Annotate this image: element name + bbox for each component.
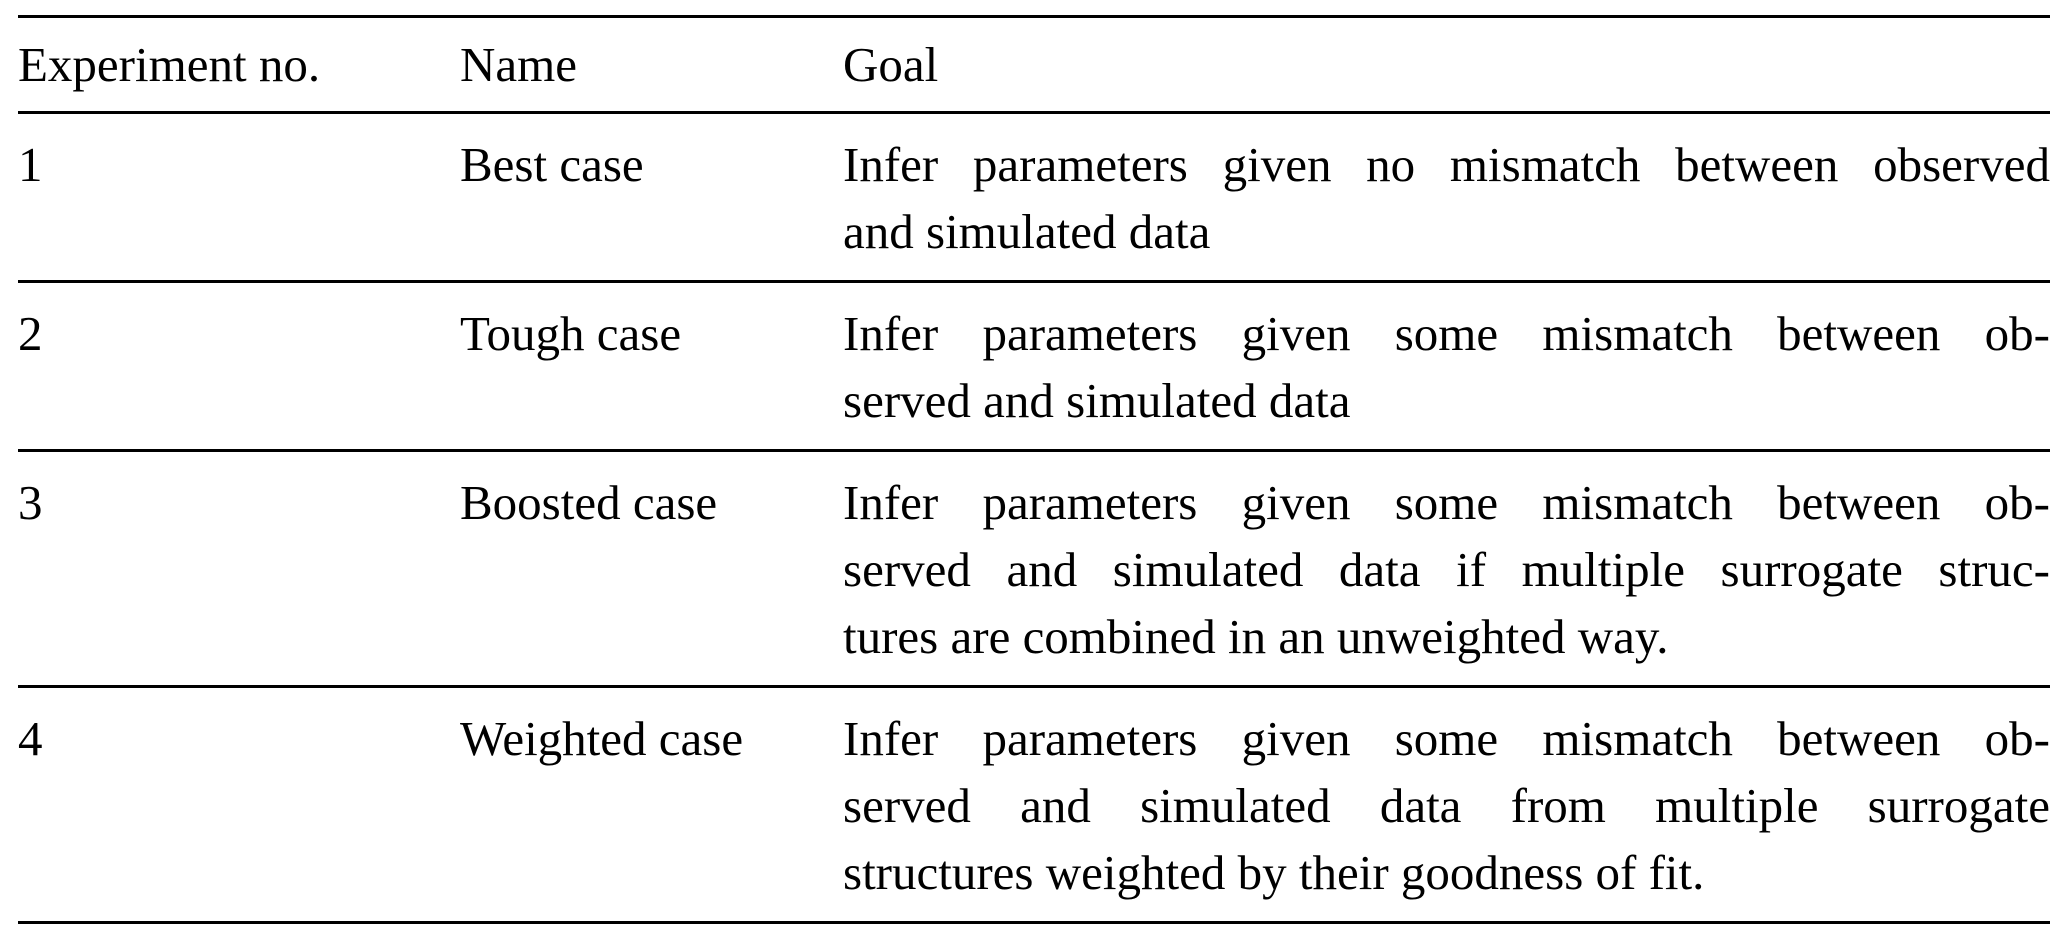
table-header: Experiment no. Name Goal — [18, 16, 2050, 114]
table-row: 4 Weighted case Infer parameters given som… — [18, 687, 2050, 923]
column-header-goal: Goal — [843, 16, 2050, 114]
cell-goal: Infer parameters given no mismatch betwe… — [843, 112, 2050, 283]
cell-experiment-no: 3 — [18, 450, 460, 688]
cell-goal: Infer parameters given some mismatch bet… — [843, 450, 2050, 688]
goal-text-line: served and simulated data from multiple … — [843, 778, 2050, 833]
cell-goal: Infer parameters given some mismatch bet… — [843, 687, 2050, 923]
goal-text-line: Infer parameters given some mismatch bet… — [843, 711, 2050, 766]
cell-experiment-no: 2 — [18, 281, 460, 452]
column-header-experiment-no: Experiment no. — [18, 16, 460, 114]
goal-text-line: served and simulated data if multiple su… — [843, 542, 2050, 597]
goal-text-line: Infer parameters given some mismatch bet… — [843, 475, 2050, 530]
cell-experiment-no: 4 — [18, 711, 43, 766]
goal-text-line: and simulated data — [843, 204, 1211, 259]
cell-name: Boosted case — [460, 450, 843, 688]
cell-name: Best case — [460, 112, 843, 283]
goal-text-line: Infer parameters given some mismatch bet… — [843, 306, 2050, 361]
cell-experiment-no: 1 — [18, 112, 460, 283]
header-row: Experiment no. Name Goal — [18, 16, 2050, 114]
goal-text-line: tures are combined in an unweighted way. — [843, 609, 1669, 664]
goal-text-line: Infer parameters given no mismatch betwe… — [843, 137, 2050, 192]
column-header-name: Name — [460, 16, 843, 114]
cell-goal: Infer parameters given some mismatch bet… — [843, 281, 2050, 452]
goal-text-line: structures weighted by their goodness of… — [843, 845, 1705, 900]
goal-text-line: served and simulated data — [843, 373, 1351, 428]
cell-name: Tough case — [460, 281, 843, 452]
cell-name: Weighted case — [460, 711, 744, 766]
